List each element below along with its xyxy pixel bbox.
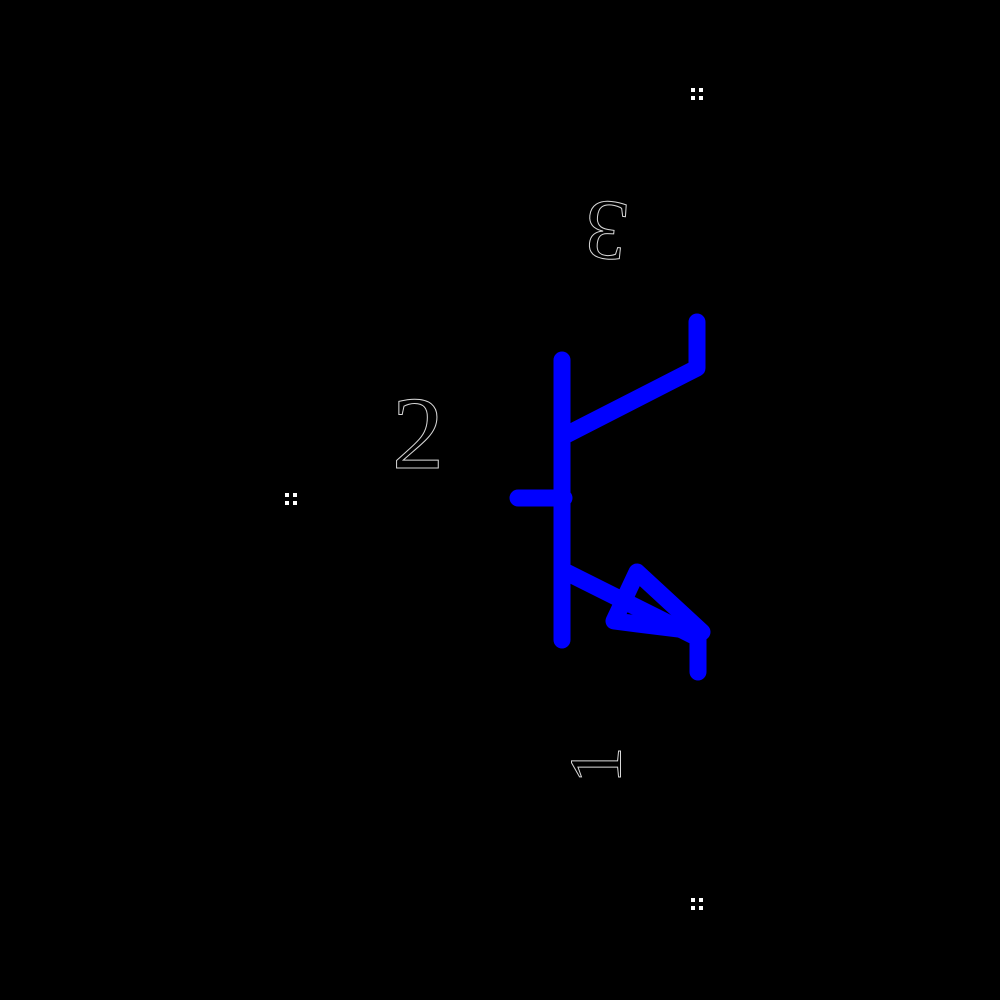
dot [293,493,297,497]
four-dot-marker-top-right [691,88,703,100]
dot [285,493,289,497]
dot [691,96,695,100]
dot [699,906,703,910]
dot [699,898,703,902]
pin-label-3: 3 [580,181,634,282]
dot [699,88,703,92]
dot [285,501,289,505]
dot [691,906,695,910]
four-dot-marker-bottom-right [691,898,703,910]
pin-label-2: 2 [392,376,445,491]
npn-transistor-symbol[interactable] [509,313,711,681]
transistor-collector-lead[interactable] [553,313,706,446]
dot [699,96,703,100]
pin-label-1: 1 [555,746,638,784]
dot [293,501,297,505]
dot [691,88,695,92]
dot [691,898,695,902]
four-dot-marker-mid-left [285,493,297,505]
transistor-emitter-arrowhead[interactable] [605,563,711,641]
